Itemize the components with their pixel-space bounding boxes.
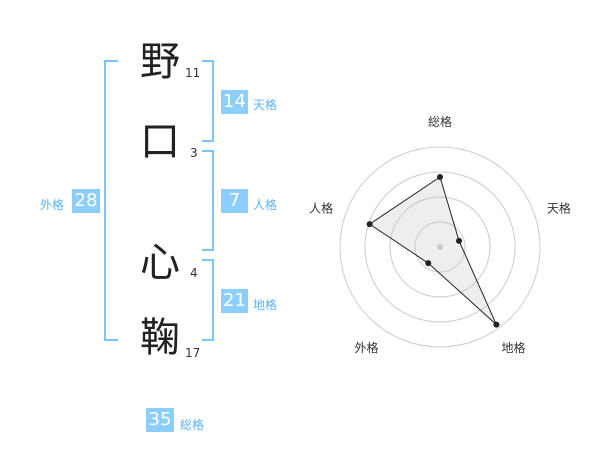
- gaikaku-bracket: [104, 60, 118, 341]
- radar-axis-label: 人格: [309, 200, 333, 215]
- radar-point-4: [425, 260, 432, 267]
- gaikaku-label: 外格: [40, 198, 65, 212]
- jinkaku-value: 7: [221, 189, 248, 213]
- radar-ring: [414, 221, 466, 273]
- chikaku-value: 21: [221, 289, 248, 313]
- jinkaku-bracket: [202, 150, 214, 251]
- tenkaku-bracket: [202, 60, 214, 142]
- name-char-1: 野: [140, 39, 180, 85]
- radar-point-3: [493, 321, 500, 328]
- stroke-count-2: 3: [190, 146, 198, 160]
- tenkaku-label: 天格: [253, 98, 278, 112]
- tenkaku-value: 14: [221, 90, 248, 114]
- radar-polygon: [368, 176, 497, 326]
- radar-axis-label: 地格: [501, 340, 525, 355]
- jinkaku-label: 人格: [253, 198, 278, 212]
- gaikaku-value: 28: [72, 189, 100, 213]
- stroke-count-3: 4: [190, 266, 198, 280]
- chikaku-bracket: [202, 259, 214, 341]
- radar-ring: [389, 196, 491, 298]
- radar-axis-label: 外格: [355, 340, 379, 355]
- name-char-3: 心: [140, 240, 180, 286]
- radar-axis-label: 天格: [547, 200, 571, 215]
- radar-point-5: [366, 221, 373, 228]
- stroke-count-1: 11: [185, 66, 201, 80]
- radar-ring: [364, 171, 516, 323]
- radar-point-1: [437, 174, 443, 180]
- radar-center-dot: [437, 244, 443, 250]
- radar-axis-label: 総格: [428, 114, 452, 129]
- soukaku-value: 35: [146, 408, 174, 432]
- soukaku-label: 総格: [180, 418, 205, 432]
- stroke-count-4: 17: [185, 346, 201, 360]
- radar-point-2: [456, 237, 463, 244]
- name-char-2: 口: [140, 119, 180, 165]
- radar-ring: [339, 146, 541, 348]
- chikaku-label: 地格: [253, 298, 278, 312]
- name-char-4: 鞠: [140, 315, 180, 361]
